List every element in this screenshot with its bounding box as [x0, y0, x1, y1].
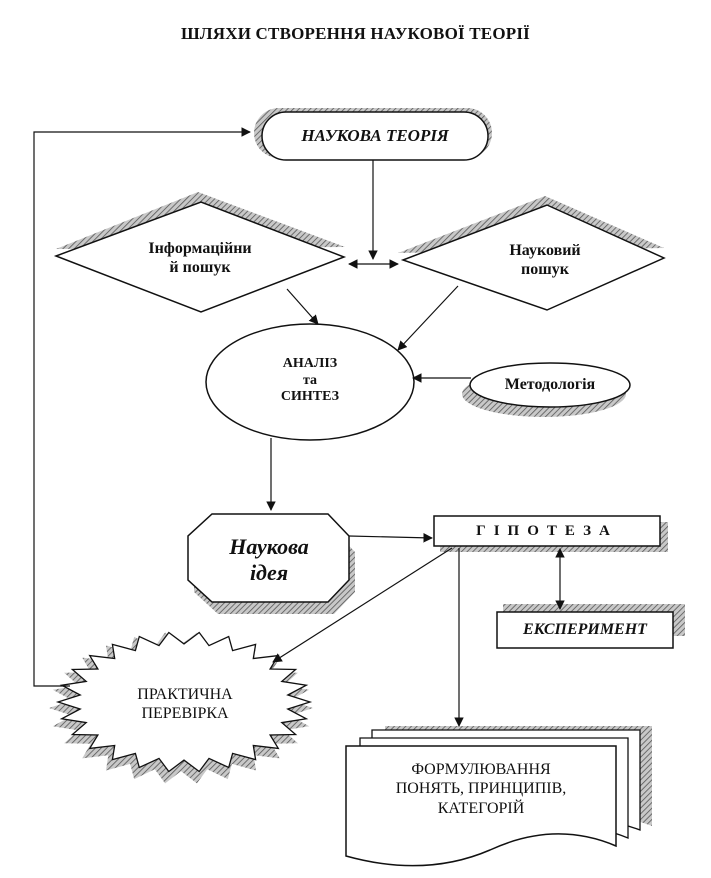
node-info-search: [53, 192, 347, 313]
analysis-label: АНАЛІЗ та СИНТЕЗ: [230, 344, 390, 418]
info-search-label: Інформаційни й пошук: [120, 230, 280, 286]
formulation-line1: ФОРМУЛЮВАННЯ: [411, 761, 551, 779]
methodology-label: Методологія: [504, 376, 596, 394]
formulation-line2: ПОНЯТЬ, ПРИНЦИПІВ,: [395, 780, 567, 798]
hypothesis-label: ГІПОТЕЗА: [476, 523, 618, 539]
practice-label: ПРАКТИЧНА ПЕРЕВІРКА: [100, 674, 270, 734]
info-search-line1: Інформаційни: [148, 239, 252, 257]
idea-line2: ідея: [249, 560, 289, 585]
node-experiment: [496, 604, 685, 649]
connectors: [33, 127, 565, 727]
formulation-label: ФОРМУЛЮВАННЯ ПОНЯТЬ, ПРИНЦИПІВ, КАТЕГОРІ…: [350, 752, 612, 826]
analysis-line1: АНАЛІЗ: [282, 355, 338, 371]
science-search-label: Науковий пошук: [465, 232, 625, 288]
node-idea: [187, 513, 355, 614]
analysis-line2: та: [302, 372, 318, 388]
formulation-line3: КАТЕГОРІЙ: [437, 799, 525, 817]
arrow-idea-to-hypothesis: [348, 532, 433, 543]
node-theory: [254, 108, 492, 161]
node-science-search: [398, 196, 666, 311]
arrow-info-to-analysis: [286, 288, 319, 325]
arrow-hypothesis-to-practice: [272, 547, 453, 663]
arrow-science-to-analysis: [397, 285, 459, 351]
node-practice: [49, 631, 313, 784]
idea-label: Наукова ідея: [192, 522, 346, 598]
node-hypothesis: [433, 515, 668, 552]
science-search-line2: пошук: [521, 261, 569, 278]
node-formulation: [345, 726, 652, 867]
practice-line2: ПЕРЕВІРКА: [141, 705, 229, 722]
analysis-line3: СИНТЕЗ: [280, 389, 340, 405]
arrow-feedback-loop: [33, 127, 251, 687]
science-search-line1: Науковий: [509, 241, 581, 259]
page-title: ШЛЯХИ СТВОРЕННЯ НАУКОВОЇ ТЕОРІЇ: [181, 24, 530, 43]
theory-label: НАУКОВА ТЕОРІЯ: [301, 125, 449, 145]
node-methodology: [462, 362, 631, 417]
idea-line1: Наукова: [229, 533, 309, 559]
practice-line1: ПРАКТИЧНА: [137, 685, 233, 703]
experiment-label: ЕКСПЕРИМЕНТ: [523, 621, 647, 639]
info-search-line2: й пошук: [169, 259, 231, 276]
